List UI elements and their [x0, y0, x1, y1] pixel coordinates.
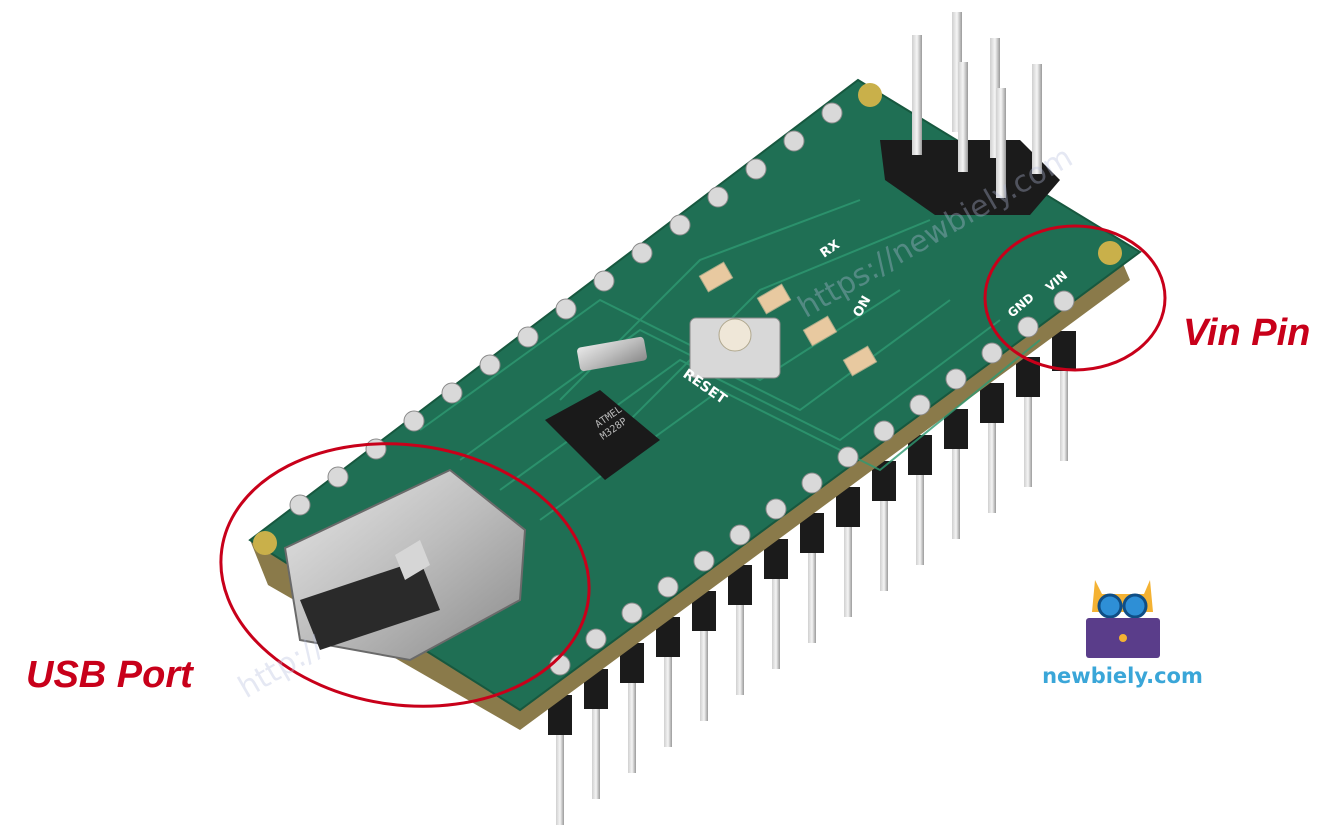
header-pad [555, 298, 577, 320]
header-pad [585, 628, 607, 650]
vin-highlight-circle [983, 224, 1167, 372]
vin-pin-label: Vin Pin [1183, 312, 1311, 354]
header-pad [707, 186, 729, 208]
usb-highlight-circle [219, 442, 591, 708]
mount-hole [858, 83, 882, 107]
header-leg [700, 631, 708, 721]
header-leg [1060, 371, 1068, 461]
header-leg [736, 605, 744, 695]
header-pad [669, 214, 691, 236]
header-spacer [1052, 331, 1076, 371]
mount-hole [253, 531, 277, 555]
header-pad [479, 354, 501, 376]
usb-port-label: USB Port [26, 654, 193, 696]
header-pad [837, 446, 859, 468]
header-leg [628, 683, 636, 773]
header-pins-bottom [548, 331, 1076, 825]
header-leg [916, 475, 924, 565]
atmega-chip [545, 390, 660, 480]
header-pad [821, 102, 843, 124]
led-group [698, 261, 878, 377]
header-pad [621, 602, 643, 624]
mount-hole [1098, 241, 1122, 265]
header-pad [873, 420, 895, 442]
reset-button [689, 317, 781, 379]
header-pad [981, 342, 1003, 364]
header-leg [808, 553, 816, 643]
header-pad [945, 368, 967, 390]
header-leg [844, 527, 852, 617]
usb-mini-connector [283, 468, 527, 662]
header-pad [909, 394, 931, 416]
header-spacer [980, 383, 1004, 423]
header-pad [365, 438, 387, 460]
logo-text: newbiely.com [1042, 664, 1203, 688]
pad-row-top [289, 102, 843, 516]
header-pad [327, 466, 349, 488]
header-pad [783, 130, 805, 152]
header-pad [765, 498, 787, 520]
crystal [577, 336, 647, 372]
header-leg [1024, 397, 1032, 487]
header-pad [593, 270, 615, 292]
header-pad [1017, 316, 1039, 338]
header-spacer [908, 435, 932, 475]
header-leg [772, 579, 780, 669]
header-pad [289, 494, 311, 516]
header-pad [801, 472, 823, 494]
header-leg [664, 657, 672, 747]
header-leg [592, 709, 600, 799]
header-pad [631, 242, 653, 264]
header-leg [556, 735, 564, 825]
header-pad [441, 382, 463, 404]
header-pad [657, 576, 679, 598]
header-pad [1053, 290, 1075, 312]
header-pad [517, 326, 539, 348]
header-pad [729, 524, 751, 546]
icsp-header [880, 12, 1060, 215]
pad-row-bottom [549, 290, 1075, 676]
header-pad [745, 158, 767, 180]
owl-laptop-icon [1086, 580, 1160, 658]
header-leg [988, 423, 996, 513]
header-leg [952, 449, 960, 539]
header-pad [403, 410, 425, 432]
header-leg [880, 501, 888, 591]
header-pad [693, 550, 715, 572]
